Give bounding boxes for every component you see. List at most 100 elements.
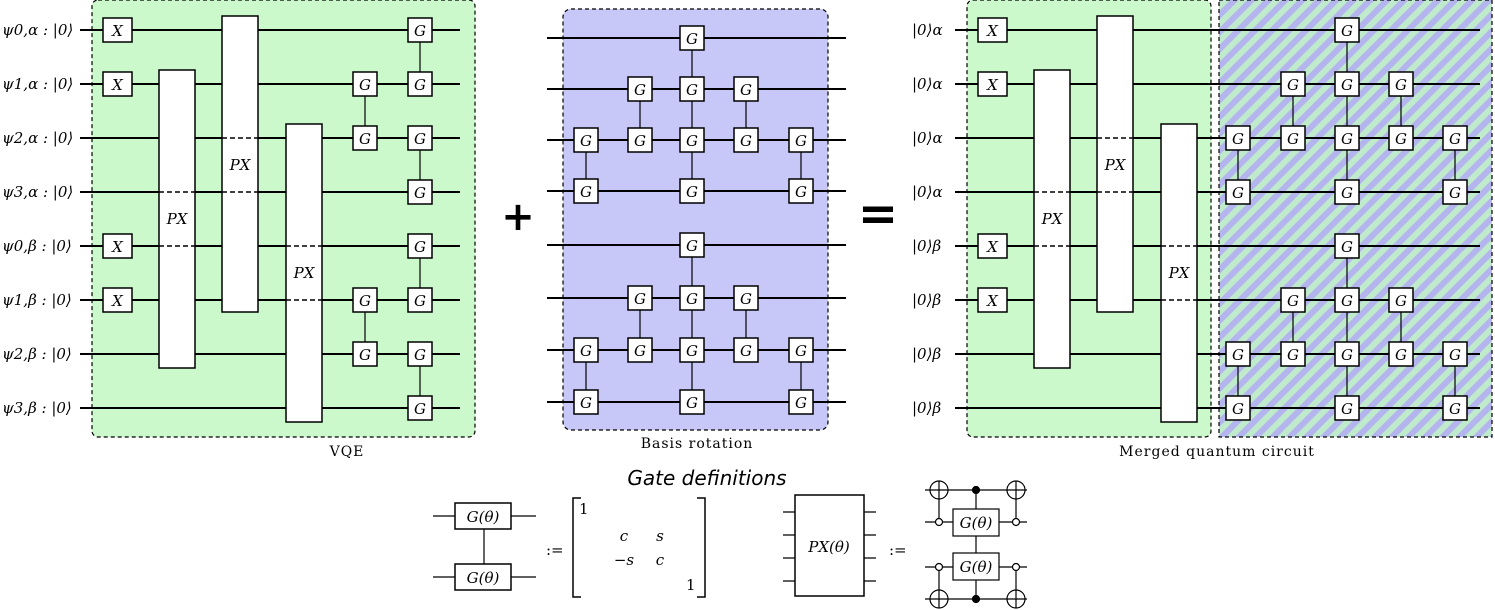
vqe-x-gate: X: [102, 287, 133, 313]
svg-text:G: G: [359, 346, 371, 364]
svg-text:G: G: [1232, 346, 1244, 364]
basis-g-gate: G: [733, 285, 759, 311]
vqe-px-block: PX: [221, 15, 259, 313]
vqe-g-gate: G: [352, 287, 378, 313]
vqe-qubit-label: ψ1,α : |0⟩: [2, 75, 73, 93]
merged-g-gate: G: [1388, 287, 1414, 313]
basis-g-gate: G: [627, 337, 653, 363]
vqe-x-gate: X: [102, 17, 133, 43]
merged-g-gate: G: [1225, 125, 1251, 151]
basis-g-gate: G: [679, 232, 705, 258]
merged-qubit-label: |0⟩β: [912, 399, 941, 417]
basis-g-gate: G: [627, 285, 653, 311]
svg-text:PX: PX: [1041, 210, 1064, 228]
svg-text:c: c: [656, 551, 665, 569]
merged-g-gate: G: [1442, 341, 1468, 367]
merged-qubit-label: |0⟩β: [912, 237, 941, 255]
vqe-panel: [91, 0, 476, 438]
svg-text:G: G: [1341, 76, 1353, 94]
svg-text:G: G: [1232, 400, 1244, 418]
merged-g-gate: G: [1280, 341, 1306, 367]
vqe-g-gate: G: [407, 395, 433, 421]
merged-g-gate: G: [1334, 71, 1360, 97]
merged-qubit-label: |0⟩α: [912, 183, 943, 201]
svg-text:G: G: [1341, 184, 1353, 202]
merged-x-gate: X: [977, 287, 1008, 313]
basis-g-gate: G: [679, 76, 705, 102]
svg-text:1: 1: [579, 500, 589, 518]
basis-g-gate: G: [679, 337, 705, 363]
vqe-qubit-label: ψ0,α : |0⟩: [2, 21, 73, 39]
basis-g-gate: G: [733, 127, 759, 153]
svg-text:X: X: [986, 76, 999, 94]
svg-text:G: G: [740, 342, 752, 360]
svg-text:G: G: [580, 342, 592, 360]
svg-text:G(θ): G(θ): [467, 569, 500, 587]
svg-text:X: X: [986, 238, 999, 256]
svg-text:PX(θ): PX(θ): [807, 538, 850, 556]
svg-text:G: G: [686, 30, 698, 48]
svg-text:G: G: [414, 130, 426, 148]
merged-vqe-panel: [966, 0, 1212, 438]
vqe-g-gate: G: [407, 125, 433, 151]
basis-g-gate: G: [627, 76, 653, 102]
svg-text:G: G: [1287, 292, 1299, 310]
svg-text:G: G: [1232, 130, 1244, 148]
svg-text:G: G: [686, 342, 698, 360]
px-decomposition: [925, 480, 1027, 609]
merged-g-gate: G: [1334, 233, 1360, 259]
svg-text:G: G: [414, 184, 426, 202]
merged-qubit-label: |0⟩α: [912, 21, 943, 39]
svg-text:G: G: [795, 394, 807, 412]
basis-g-gate: G: [788, 127, 814, 153]
basis-g-gate: G: [679, 127, 705, 153]
svg-text:PX: PX: [293, 264, 316, 282]
merged-g-gate: G: [1225, 341, 1251, 367]
svg-text:G: G: [634, 342, 646, 360]
svg-text:G: G: [580, 183, 592, 201]
assign-symbol: :=: [546, 541, 564, 559]
basis-g-gate: G: [679, 178, 705, 204]
merged-px-block: PX: [1033, 69, 1071, 369]
svg-text:PX: PX: [229, 156, 252, 174]
svg-text:G: G: [795, 132, 807, 150]
svg-text:G(θ): G(θ): [467, 508, 500, 526]
svg-text:G: G: [686, 132, 698, 150]
svg-text:G: G: [795, 342, 807, 360]
basis-g-gate: G: [679, 389, 705, 415]
merged-qubit-label: |0⟩β: [912, 291, 941, 309]
svg-text:G: G: [414, 400, 426, 418]
merged-g-gate: G: [1334, 287, 1360, 313]
merged-x-gate: X: [977, 17, 1008, 43]
svg-text:G: G: [686, 290, 698, 308]
decomp-g-label: G(θ): [960, 514, 993, 532]
svg-text:G: G: [686, 183, 698, 201]
svg-text:G: G: [1395, 76, 1407, 94]
basis-g-gate: G: [733, 337, 759, 363]
svg-text:X: X: [986, 292, 999, 310]
svg-text:G: G: [634, 81, 646, 99]
merged-basis-panel: [1218, 0, 1493, 438]
svg-text:G: G: [1287, 76, 1299, 94]
basis-g-gate: G: [573, 389, 599, 415]
svg-text:X: X: [111, 22, 124, 40]
vqe-wires: [80, 29, 460, 409]
svg-text:G: G: [740, 290, 752, 308]
svg-text:PX: PX: [166, 210, 189, 228]
vqe-g-gate: G: [407, 341, 433, 367]
basis-g-gate: G: [573, 127, 599, 153]
decomp-g-label: G(θ): [960, 558, 993, 576]
vqe-qubit-label: ψ3,β : |0⟩: [2, 399, 72, 417]
merged-g-gate: G: [1388, 125, 1414, 151]
merged-g-gate: G: [1442, 125, 1468, 151]
vqe-x-gate: X: [102, 71, 133, 97]
vqe-g-gate: G: [352, 125, 378, 151]
basis-rotation-circuit: G G G G G G G G G G G G G G G G G G G G …: [547, 25, 846, 452]
merged-px-block: PX: [1160, 123, 1198, 423]
svg-text:G: G: [686, 237, 698, 255]
svg-text:G: G: [634, 132, 646, 150]
basis-rotation-panel: [562, 8, 829, 431]
svg-text:G: G: [1341, 346, 1353, 364]
g-gate-definition: G(θ) G(θ): [433, 502, 536, 591]
